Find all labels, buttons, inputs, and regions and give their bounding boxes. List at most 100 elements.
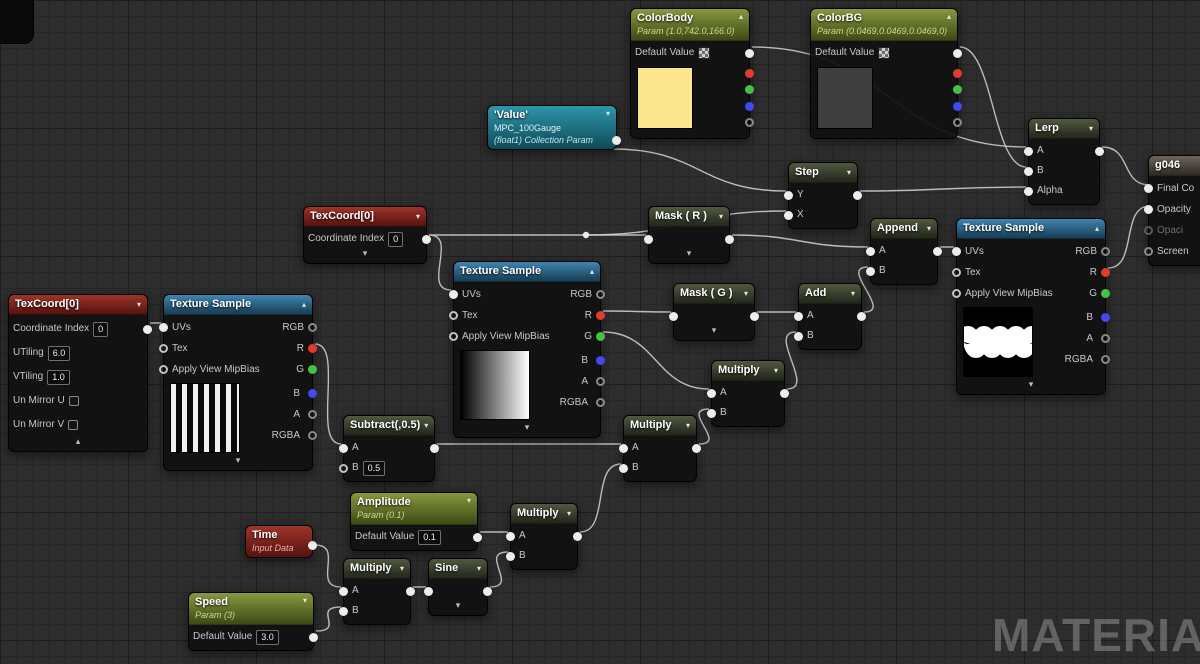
output-pin-b[interactable] — [953, 101, 962, 111]
input-pin-uvs[interactable] — [952, 247, 961, 256]
default-value[interactable]: 3.0 — [256, 629, 279, 645]
wire[interactable] — [314, 343, 342, 445]
wire[interactable] — [1107, 205, 1151, 269]
output-pin[interactable] — [483, 586, 492, 596]
wire[interactable] — [698, 408, 710, 445]
input-pin-alpha[interactable] — [1024, 186, 1033, 196]
chevron-down-icon[interactable]: ▾ — [476, 563, 481, 573]
coordinate-index-value[interactable]: 0 — [388, 231, 404, 247]
wire[interactable] — [731, 234, 869, 248]
output-pin[interactable] — [857, 311, 866, 321]
chevron-up-icon[interactable]: ▴ — [738, 12, 743, 21]
coordinate-index-value[interactable]: 0 — [93, 321, 109, 337]
input-pin-a[interactable] — [707, 388, 716, 398]
output-pin-a[interactable] — [953, 117, 962, 127]
output-pin-g[interactable] — [308, 365, 317, 374]
node-header[interactable]: TexCoord[0] ▾ — [9, 295, 147, 315]
node-header[interactable]: Time Input Data — [246, 526, 312, 557]
chevron-down-icon[interactable]: ▾ — [415, 211, 420, 221]
output-pin-rgba[interactable] — [745, 48, 754, 58]
chevron-up-icon[interactable]: ▴ — [946, 12, 951, 21]
utiling-value[interactable]: 6.0 — [47, 345, 71, 361]
output-pin-g[interactable] — [596, 332, 605, 341]
node-sine[interactable]: Sine ▾ ▾ — [424, 558, 492, 616]
input-pin-tex[interactable] — [952, 268, 961, 277]
input-pin-mipbias[interactable] — [159, 365, 168, 374]
output-pin[interactable] — [573, 531, 582, 541]
output-pin-a[interactable] — [1101, 334, 1110, 343]
output-pin-r[interactable] — [308, 344, 317, 353]
input-pin-a[interactable] — [866, 246, 875, 256]
unmirror-u-checkbox[interactable] — [68, 396, 79, 406]
wire[interactable] — [959, 46, 1027, 168]
input-pin-b[interactable] — [339, 606, 348, 616]
input-pin-opacity[interactable] — [1144, 205, 1153, 214]
chevron-down-icon[interactable]: ▾ — [524, 422, 530, 432]
node-multiply-time[interactable]: Multiply ▾ A B — [339, 558, 415, 625]
input-pin[interactable] — [424, 586, 433, 596]
node-header[interactable]: Multiply ▾ — [624, 416, 696, 436]
chevron-down-icon[interactable]: ▾ — [773, 365, 778, 375]
checker-swatch-icon[interactable] — [878, 47, 891, 59]
output-pin-b[interactable] — [596, 356, 605, 365]
node-collection-param-value[interactable]: 'Value' MPC_100Gauge (float1) Collection… — [487, 105, 621, 150]
node-lerp[interactable]: Lerp ▾ A B Alpha — [1024, 118, 1104, 205]
output-pin-a[interactable] — [596, 377, 605, 386]
input-pin-a[interactable] — [794, 311, 803, 321]
node-header[interactable]: Multiply ▾ — [712, 361, 784, 381]
chevron-down-icon[interactable]: ▾ — [455, 600, 461, 610]
chevron-down-icon[interactable]: ▾ — [466, 496, 471, 505]
input-pin-mipbias[interactable] — [952, 289, 961, 298]
chevron-down-icon[interactable]: ▾ — [362, 248, 368, 258]
output-pin-rgba[interactable] — [596, 398, 605, 407]
chevron-down-icon[interactable]: ▾ — [399, 563, 404, 573]
chevron-down-icon[interactable]: ▾ — [743, 288, 748, 298]
output-pin-rgba[interactable] — [1101, 355, 1110, 364]
input-pin-uvs[interactable] — [449, 290, 458, 299]
input-pin[interactable] — [669, 311, 678, 321]
output-pin[interactable] — [473, 532, 482, 542]
wire[interactable] — [579, 463, 622, 533]
input-pin-a[interactable] — [1024, 146, 1033, 156]
output-pin-rgb[interactable] — [308, 323, 317, 332]
chevron-down-icon[interactable]: ▾ — [926, 223, 931, 233]
output-pin[interactable] — [853, 190, 862, 200]
input-pin-b[interactable] — [707, 408, 716, 418]
checker-swatch-icon[interactable] — [698, 47, 711, 59]
chevron-down-icon[interactable]: ▾ — [846, 167, 851, 177]
output-pin[interactable] — [612, 136, 621, 145]
unmirror-v-checkbox[interactable] — [68, 420, 79, 430]
output-pin-rgba[interactable] — [953, 48, 962, 58]
chevron-down-icon[interactable]: ▾ — [302, 596, 307, 605]
output-pin-r[interactable] — [596, 311, 605, 320]
output-pin-r[interactable] — [953, 69, 962, 78]
output-pin-a[interactable] — [308, 410, 317, 419]
output-pin[interactable] — [406, 586, 415, 596]
node-header[interactable]: Amplitude Param (0.1) ▾ — [351, 493, 477, 525]
output-pin[interactable] — [430, 443, 439, 453]
input-pin-b[interactable] — [619, 463, 628, 473]
node-multiply-mid[interactable]: Multiply ▾ A B — [619, 415, 701, 482]
node-step[interactable]: Step ▾ Y X — [784, 162, 862, 229]
input-pin-a[interactable] — [619, 443, 628, 453]
input-pin-b[interactable] — [1024, 166, 1033, 176]
output-pin[interactable] — [692, 443, 701, 453]
output-pin[interactable] — [143, 324, 152, 334]
output-pin-rgb[interactable] — [1101, 247, 1110, 256]
input-pin-b[interactable] — [339, 463, 348, 473]
node-header[interactable]: Step ▾ — [789, 163, 857, 183]
output-pin-b[interactable] — [308, 389, 317, 398]
chevron-down-icon[interactable]: ▾ — [850, 288, 855, 298]
node-multiply-amplitude[interactable]: Multiply ▾ A B — [506, 503, 582, 570]
node-multiply-wave[interactable]: Multiply ▾ A B — [707, 360, 789, 427]
node-header[interactable]: Mask ( R ) ▾ — [649, 207, 729, 227]
default-value[interactable]: 0.1 — [418, 529, 441, 545]
wire[interactable] — [428, 234, 452, 291]
chevron-up-icon[interactable]: ▴ — [1094, 223, 1099, 233]
output-pin-rgba[interactable] — [308, 431, 317, 440]
